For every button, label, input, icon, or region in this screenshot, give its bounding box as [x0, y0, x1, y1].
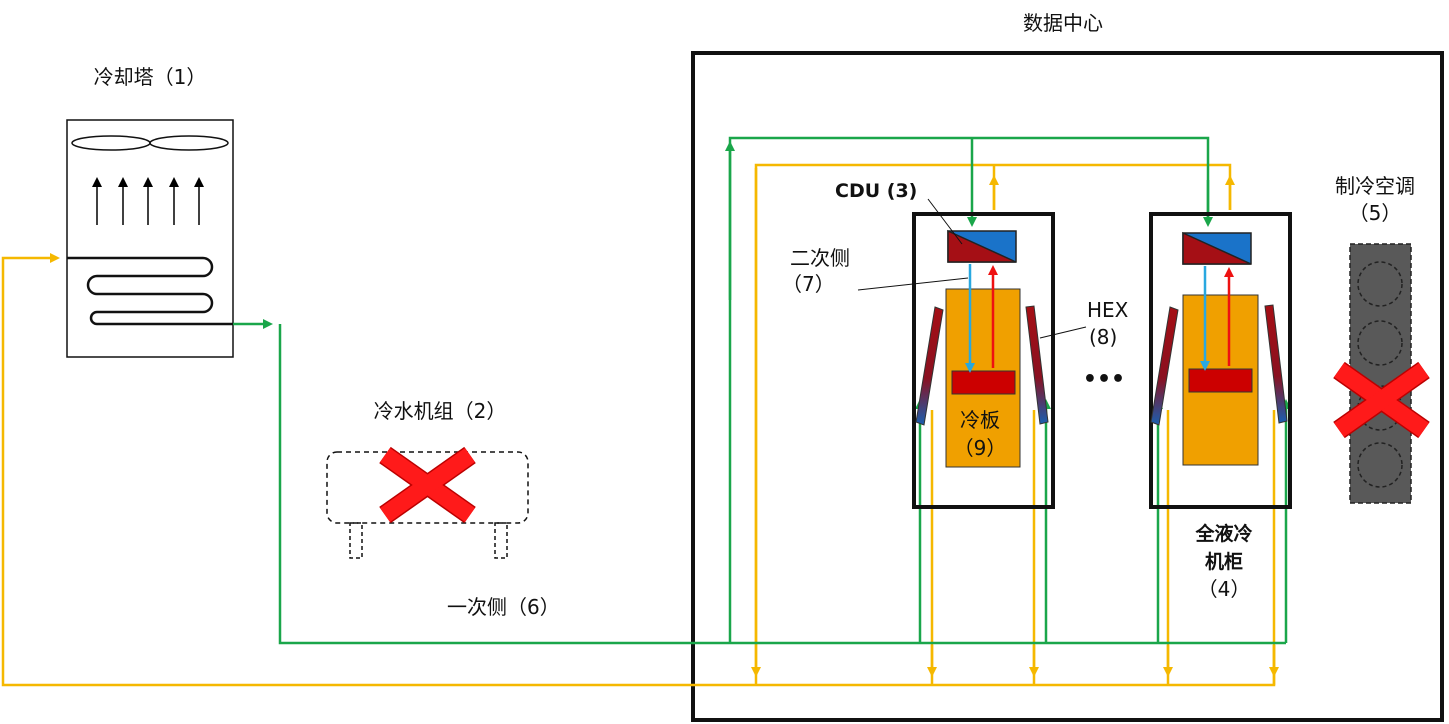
hex-icon: [915, 306, 944, 426]
more-cabinets-ellipsis: •••: [1083, 367, 1125, 392]
hex-icon: [1025, 305, 1049, 425]
chip-icon: [1188, 368, 1253, 393]
secondary-side-leader-line: [857, 277, 969, 291]
primary-side-label: 一次侧（6）: [447, 595, 560, 619]
cold-plate-cabinet: [912, 212, 1055, 509]
disabled-x-icon: [379, 446, 476, 524]
hex-label: HEX: [1087, 298, 1129, 322]
cooling-tower-label: 冷却塔（1）: [94, 65, 207, 89]
liquid-cabinet-label-2: 机柜: [1205, 551, 1243, 573]
cold-plate-label-num: （9）: [954, 436, 1007, 460]
cdu-unit: [1182, 231, 1252, 265]
chiller-label: 冷水机组（2）: [374, 399, 507, 423]
fan-blade-icon: [149, 135, 229, 151]
hex-icon: [1150, 306, 1179, 426]
cdu-unit: [947, 229, 1017, 263]
chiller-unit: [326, 446, 529, 559]
heat-exchange-coil: [67, 256, 233, 326]
cooling-ac-label: 制冷空调: [1335, 174, 1415, 198]
data-center-boundary: [691, 51, 1444, 722]
secondary-side-label: 二次侧: [790, 246, 850, 270]
hex-icon: [1264, 304, 1288, 424]
cold-plate-label: 冷板: [960, 408, 1000, 432]
data-center-label: 数据中心: [1023, 11, 1103, 35]
hex-label-num: (8): [1089, 325, 1117, 349]
liquid-cabinet-label-num: （4）: [1198, 577, 1251, 601]
primary-supply-loop: [233, 136, 1291, 645]
cdu-label: CDU (3): [835, 180, 917, 202]
chip-icon: [951, 370, 1016, 395]
cooling-ac-label-num: （5）: [1349, 201, 1402, 225]
cdu-leader-line: [927, 198, 963, 245]
secondary-side-label-num: （7）: [782, 272, 835, 296]
cooling-air-conditioner: [1333, 243, 1430, 504]
full-liquid-cabinet: [1149, 212, 1292, 509]
updraft-arrows: [92, 177, 204, 225]
liquid-cabinet-label: 全液冷: [1194, 522, 1252, 545]
primary-return-loop: [1, 163, 1279, 687]
hex-leader-line: [1039, 326, 1087, 339]
cooling-tower: [66, 119, 234, 358]
disabled-x-icon: [1333, 361, 1430, 439]
